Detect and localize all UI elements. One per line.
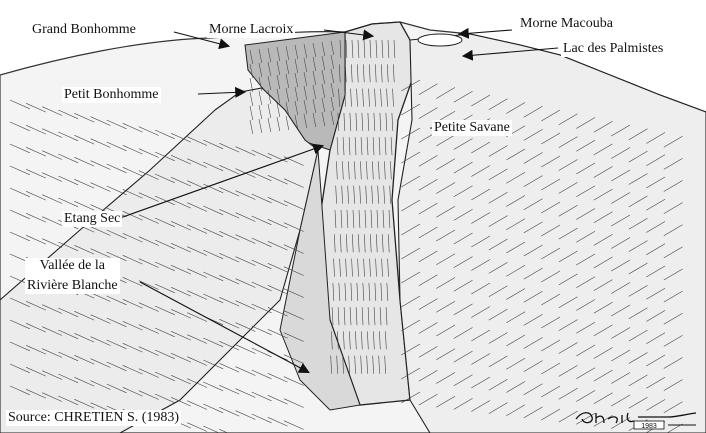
lake-shape [418,34,462,46]
label-petite-savane: Petite Savane [432,120,512,136]
label-vallee-riviere-blanche: Vallée de la Rivière Blanche [25,258,120,294]
label-morne-lacroix: Morne Lacroix [207,22,295,38]
leader-morne-macouba [460,30,512,34]
label-vallee-line2: Rivière Blanche [27,278,118,294]
label-lac-des-palmistes: Lac des Palmistes [561,41,665,57]
author-signature: 1983 [572,405,700,431]
label-morne-macouba: Morne Macouba [518,16,615,32]
label-etang-sec: Etang Sec [62,211,122,227]
signature-year: 1983 [641,423,657,430]
label-petit-bonhomme: Petit Bonhomme [62,87,161,103]
label-vallee-line1: Vallée de la [27,258,118,274]
source-caption: Source: CHRETIEN S. (1983) [6,410,181,426]
label-grand-bonhomme: Grand Bonhomme [32,22,136,38]
